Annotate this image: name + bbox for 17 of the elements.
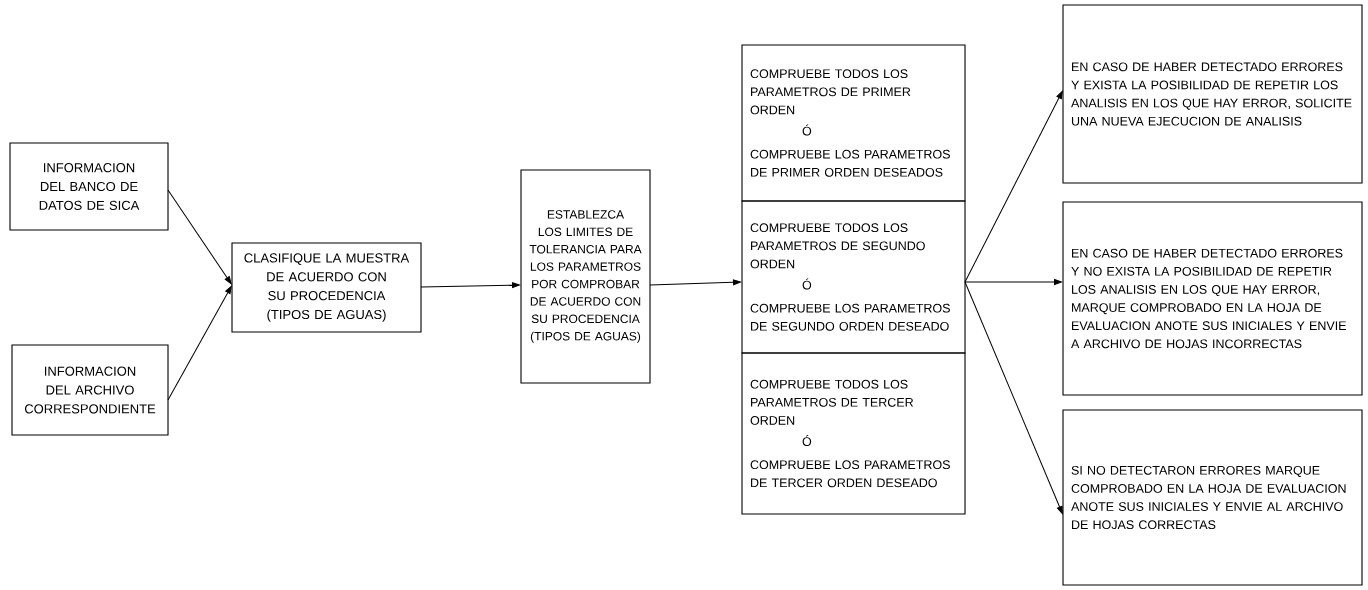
process-box: SI NO DETECTARON ERRORES MARQUE COMPROBADO EN LA HOJA DE EVALUACION ANOTE SUS INICIALES Y ENVIE AL ARCHIVO DE HOJAS CORRECTAS [1062, 409, 1363, 586]
arrow [420, 282, 520, 289]
process-box: CLASIFIQUE LA MUESTRA DE ACUERDO CON SU PROCEDENCIA (TIPOS DE AGUAS) [231, 242, 422, 333]
arrow [649, 279, 741, 286]
process-box: ESTABLEZCA LOS LIMITES DE TOLERANCIA PARA LOS PARAMETROS POR COMPROBAR DE ACUERDO CON SU PROCEDENCIA (TIPOS DE AGUAS) [520, 169, 651, 384]
process-box: COMPRUEBE TODOS LOS PARAMETROS DE TERCER ORDEN Ó COMPRUEBE LOS PARAMETROS DE TERCER ORDEN DESEADO [741, 352, 966, 515]
arrow [964, 281, 1063, 515]
process-box: EN CASO DE HABER DETECTADO ERRORES Y EXISTA LA POSIBILIDAD DE REPETIR LOS ANALISIS EN LOS QUE HAY ERROR, SOLICITE UNA NUEVA EJECUCION DE ANALISIS [1062, 4, 1363, 184]
arrow [167, 285, 232, 401]
arrow [964, 279, 1062, 285]
arrow [964, 90, 1063, 283]
process-box: INFORMACION DEL BANCO DE DATOS DE SICA [9, 142, 169, 231]
process-box: INFORMACION DEL ARCHIVO CORRESPONDIENTE [11, 344, 169, 436]
process-box: EN CASO DE HABER DETECTADO ERRORES Y NO EXISTA LA POSIBILIDAD DE REPETIR LOS ANALISIS EN LOS QUE HAY ERROR, MARQUE COMPROBADO EN LA HOJA DE EVALUACION ANOTE SUS INICIALES Y ENVIE A ARCHIVO DE HOJAS INCORRECTAS [1062, 201, 1363, 396]
arrow [167, 189, 232, 285]
process-box: COMPRUEBE TODOS LOS PARAMETROS DE PRIMER ORDEN Ó COMPRUEBE LOS PARAMETROS DE PRIMER ORDEN DESEADOS [741, 44, 966, 202]
process-box: COMPRUEBE TODOS LOS PARAMETROS DE SEGUNDO ORDEN Ó COMPRUEBE LOS PARAMETROS DE SEGUNDO ORDEN DESEADO [741, 200, 966, 354]
